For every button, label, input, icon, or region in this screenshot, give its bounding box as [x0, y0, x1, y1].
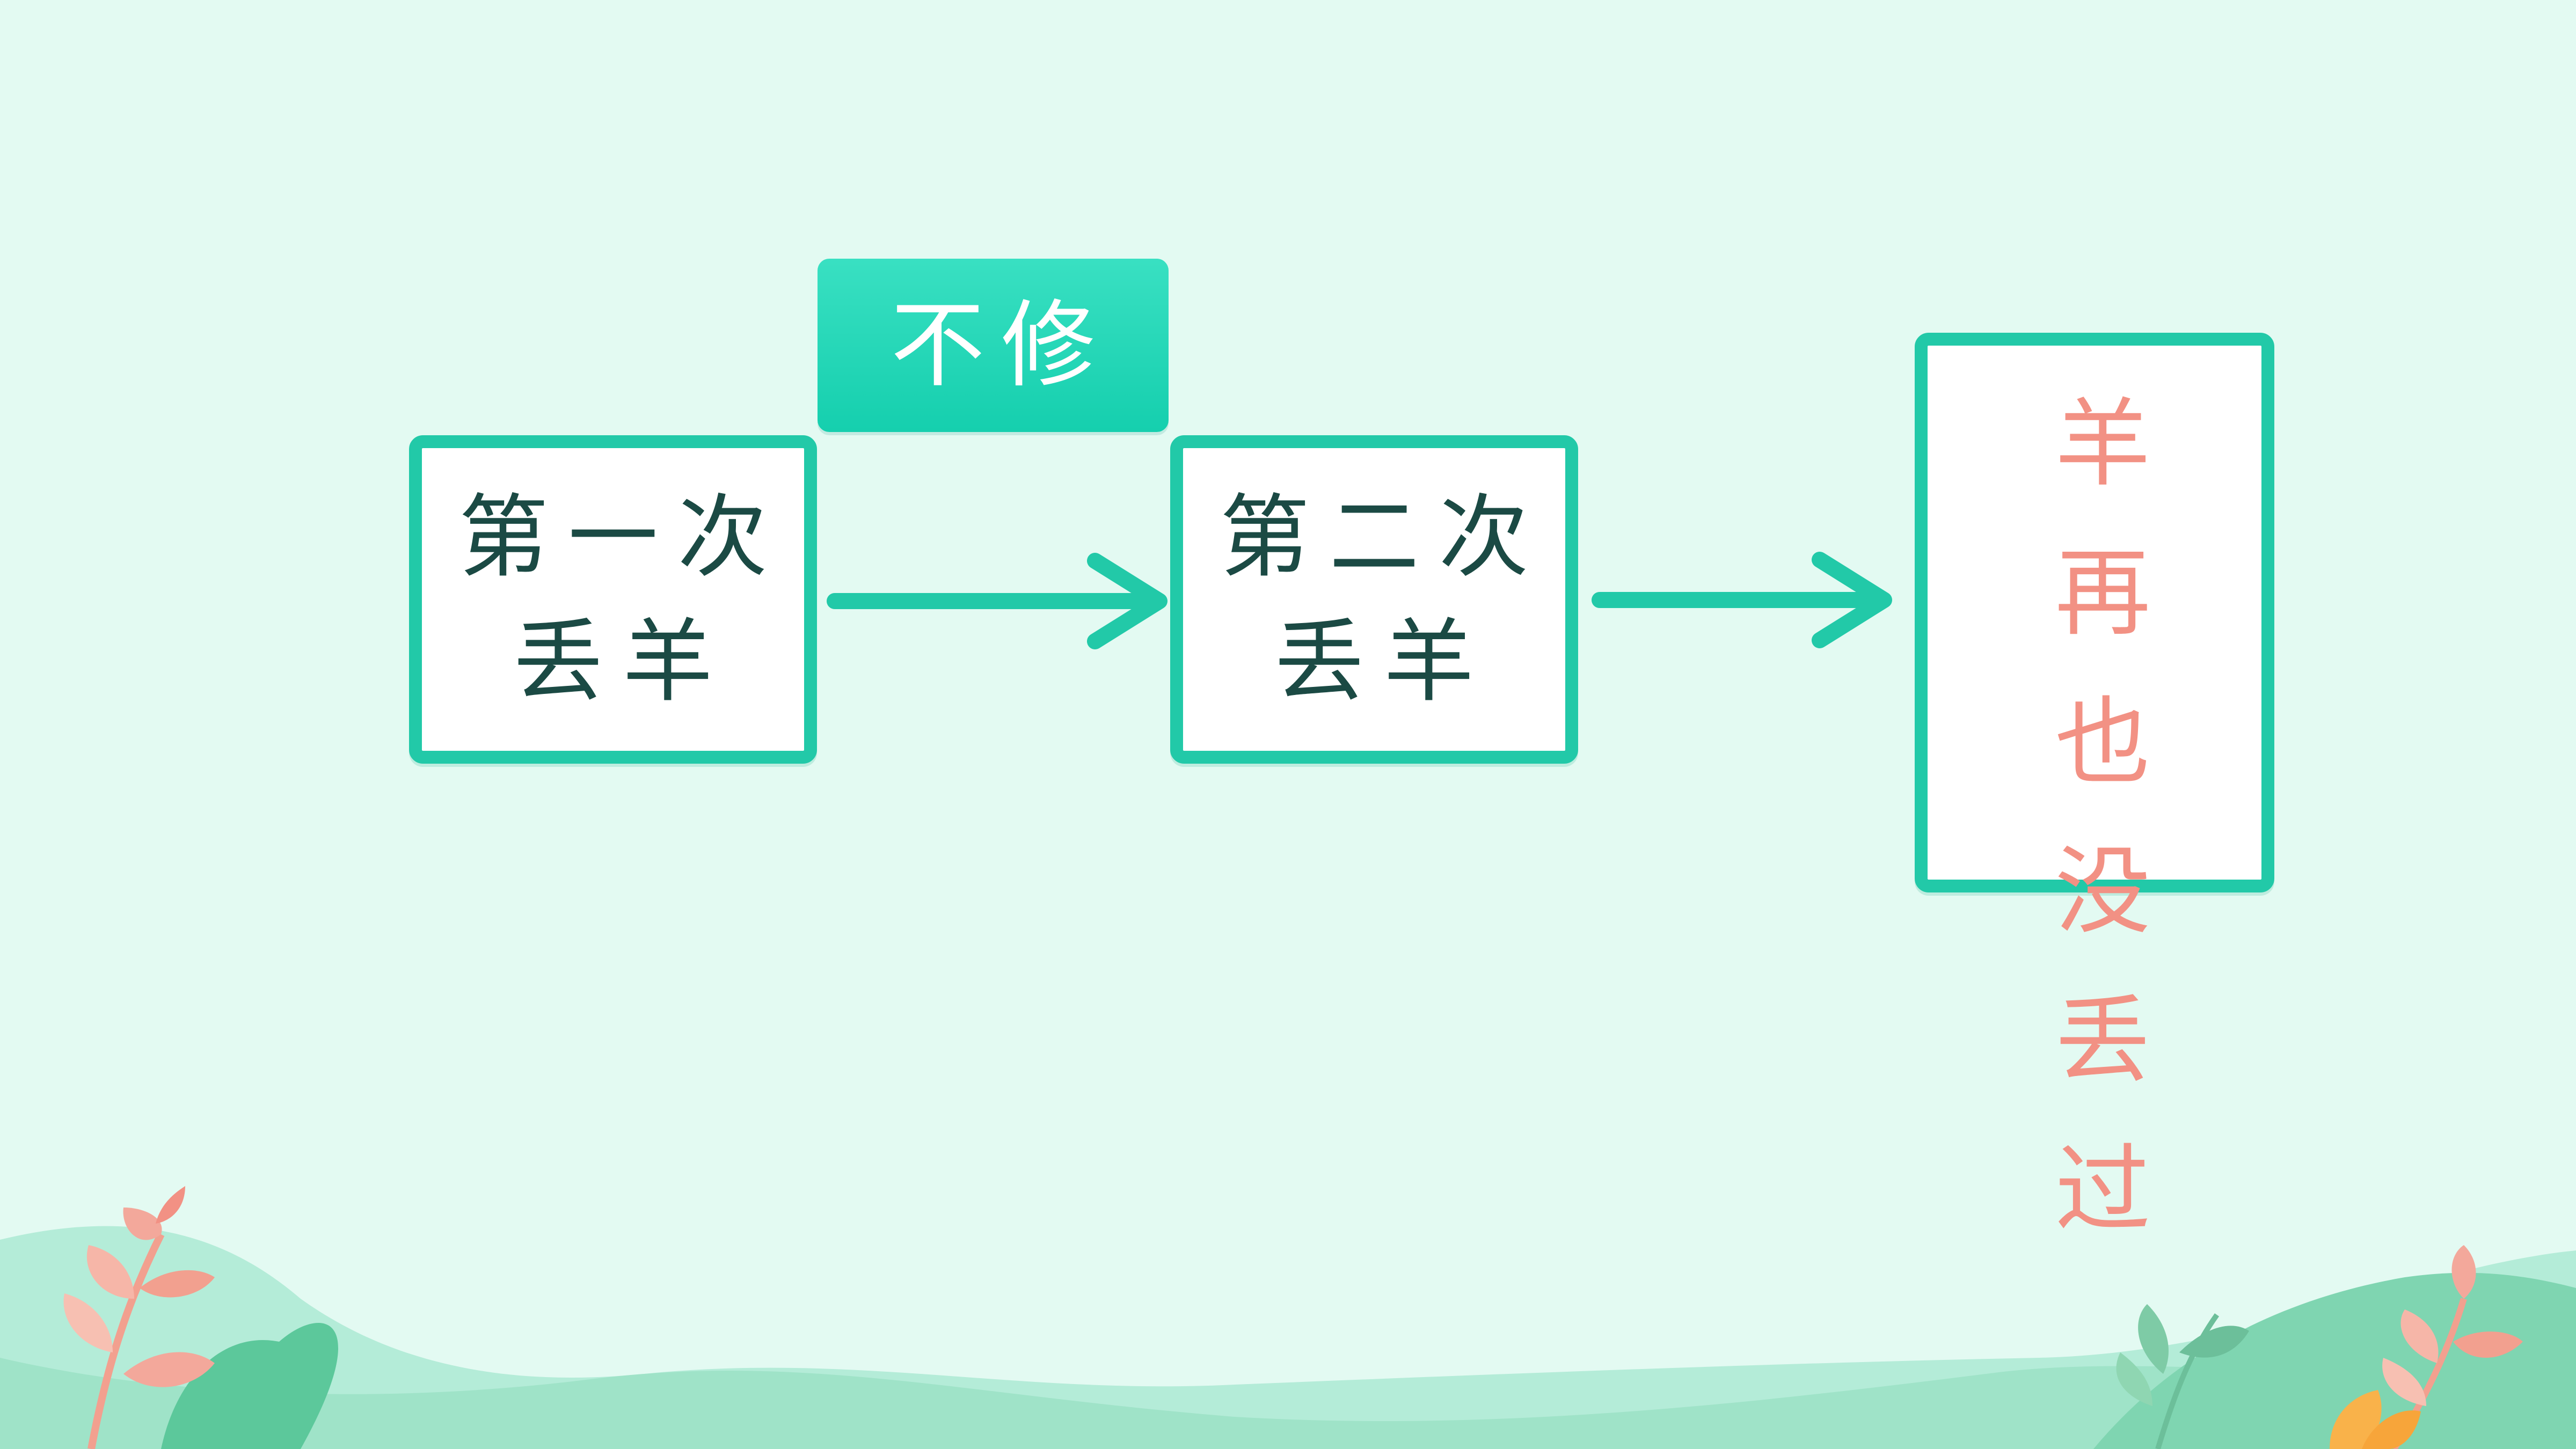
left-bush	[161, 1323, 339, 1449]
leaf-sprig-icon	[63, 1186, 215, 1449]
step-1-line-2: 丢羊	[513, 609, 732, 714]
step-2-line-2: 丢羊	[1274, 609, 1493, 714]
step-box-first-loss: 第一次 丢羊	[409, 435, 817, 764]
result-text: 羊再也没丢过	[2039, 392, 2150, 1288]
step-box-second-loss: 第二次 丢羊	[1170, 435, 1578, 764]
arrow-1	[827, 553, 1167, 649]
arrow-2	[1592, 552, 1892, 648]
step-2-line-1: 第二次	[1220, 485, 1548, 590]
condition-tag-label: 不修	[890, 290, 1112, 400]
leaf-sprig-icon	[2116, 1245, 2523, 1449]
ground-wave-front	[0, 1358, 2576, 1449]
result-box: 羊再也没丢过	[1915, 333, 2274, 1288]
condition-tag: 不修	[818, 259, 1169, 432]
step-1-line-1: 第一次	[458, 485, 787, 590]
